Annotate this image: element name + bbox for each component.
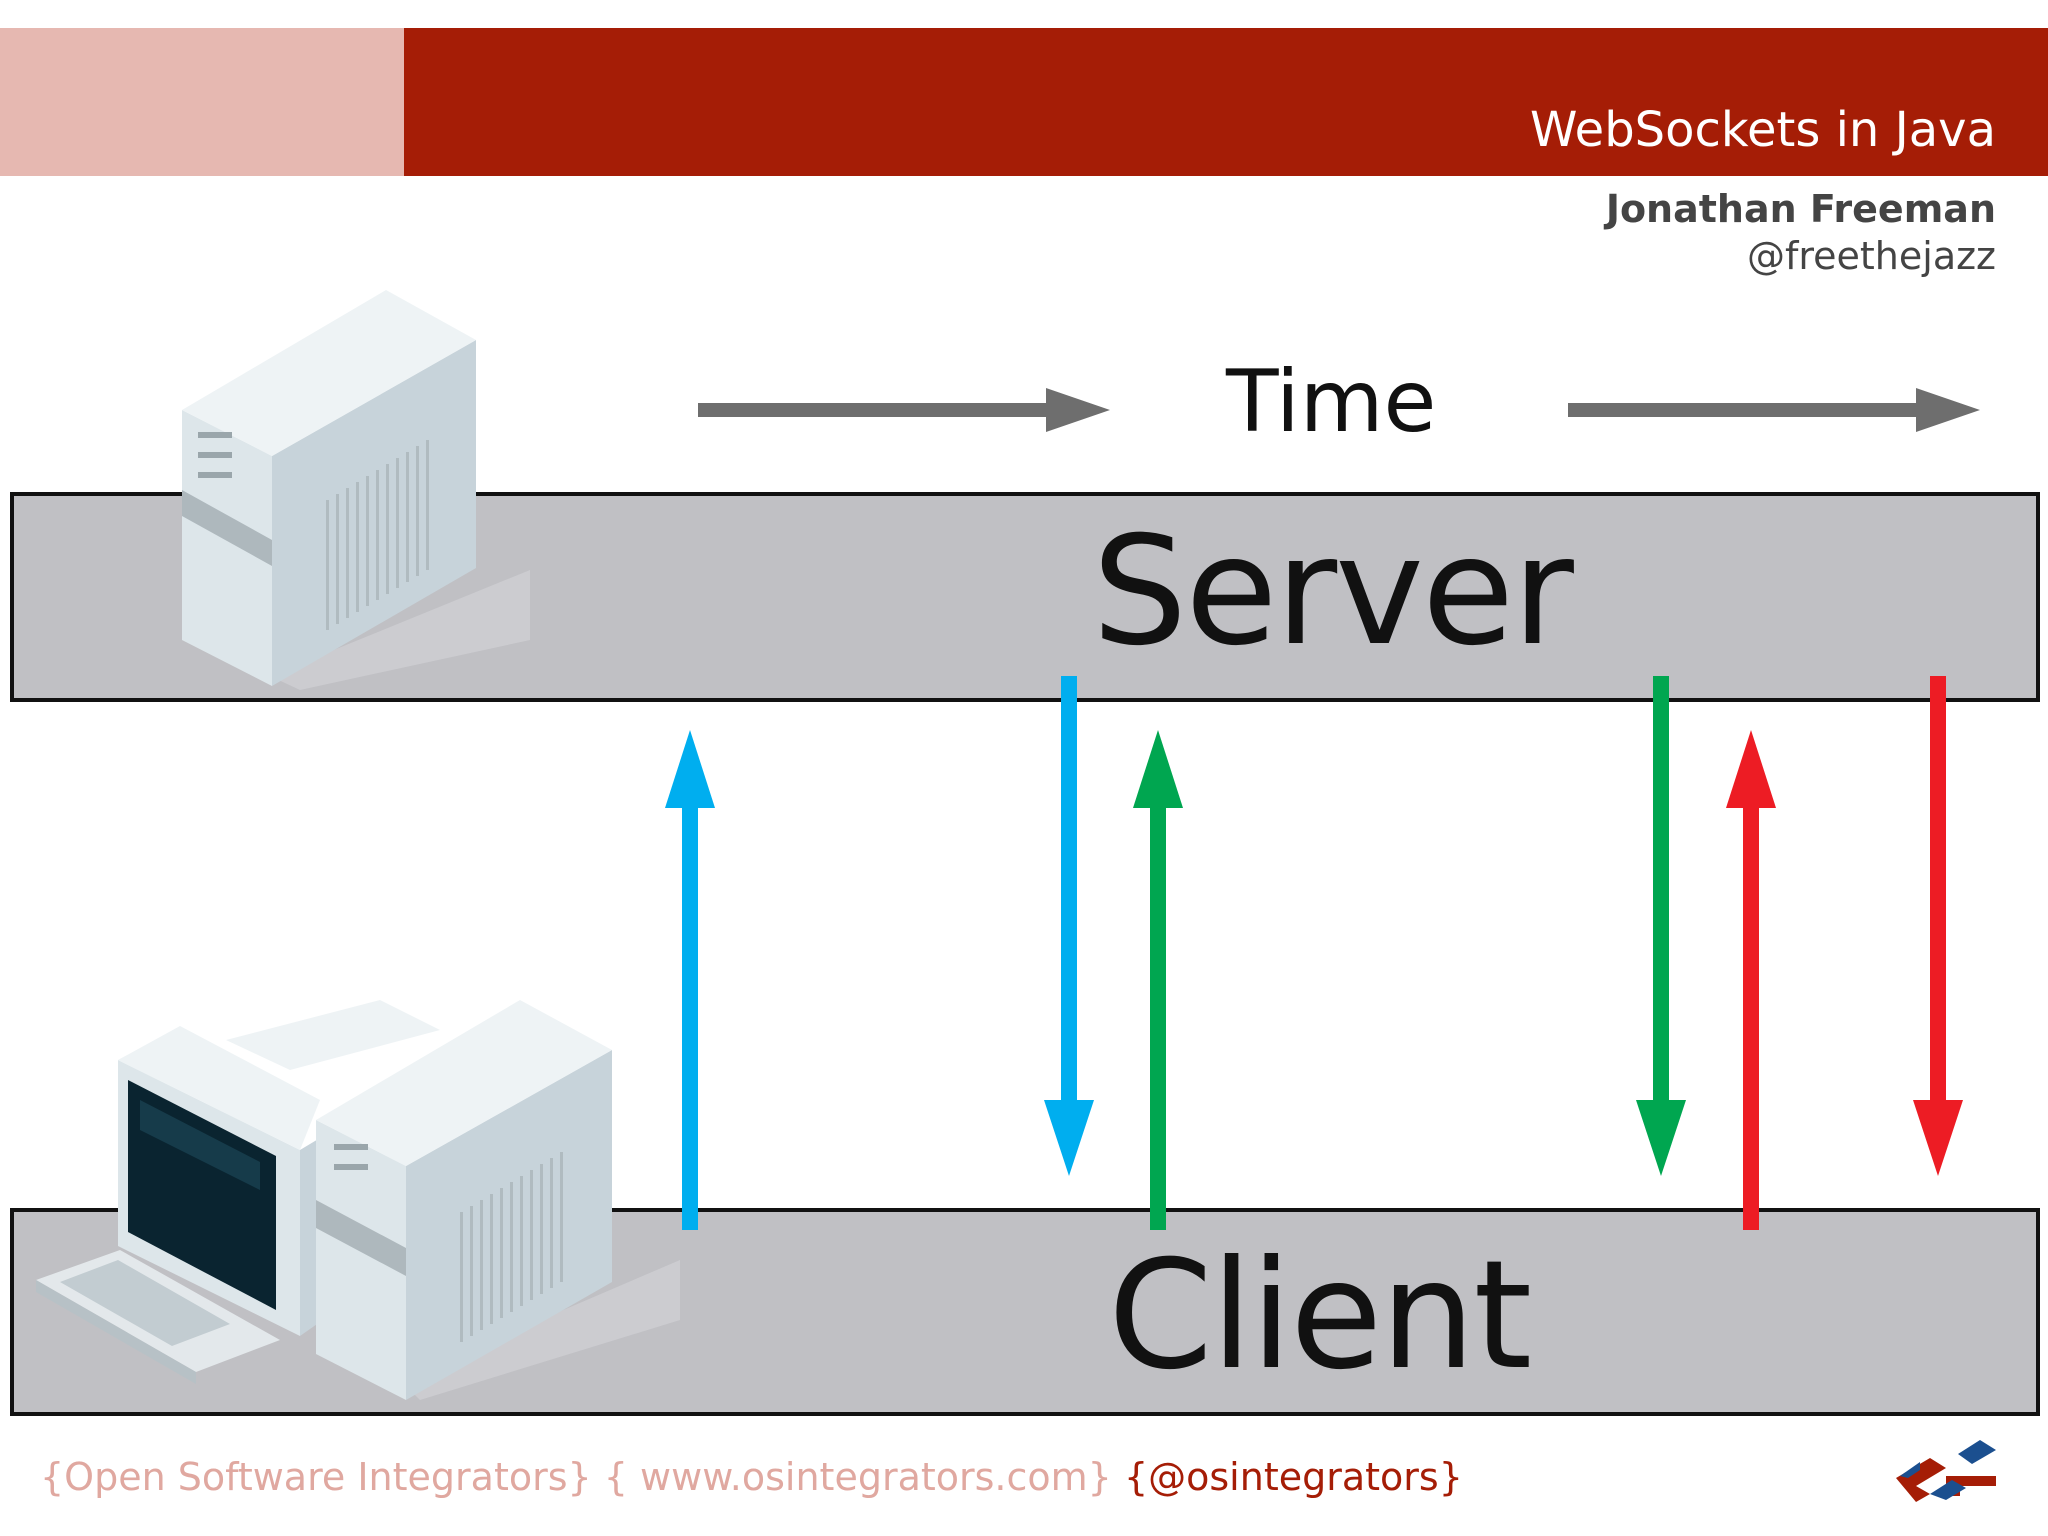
client-computer-icon [36,1000,680,1400]
arrow-red-down [1913,676,1963,1176]
time-label: Time [1226,352,1437,452]
server-tower-icon [182,290,530,690]
arrow-blue-down [1044,676,1094,1176]
footer-twitter[interactable]: {@osintegrators} [1123,1455,1463,1499]
footer-company: {Open Software Integrators} [40,1455,592,1499]
arrow-red-up [1726,730,1776,1230]
header-band-dark [404,28,2048,176]
footer: {Open Software Integrators} { www.osinte… [40,1452,1463,1502]
footer-website[interactable]: { www.osintegrators.com} [603,1455,1112,1499]
time-arrow-left [698,388,1110,432]
author-handle: @freethejazz [1746,234,1996,278]
header-band-light [0,28,404,176]
arrow-green-down [1636,676,1686,1176]
arrow-green-up [1133,730,1183,1230]
arrow-blue-up [665,730,715,1230]
time-arrow-right [1568,388,1980,432]
author-name: Jonathan Freeman [1605,187,1996,231]
server-label: Server [1092,505,1574,679]
author-block: Jonathan Freeman @freethejazz [1606,186,1996,280]
slide-title: WebSockets in Java [1530,102,1996,158]
client-label: Client [1108,1229,1532,1403]
company-logo-icon [1896,1440,1996,1502]
